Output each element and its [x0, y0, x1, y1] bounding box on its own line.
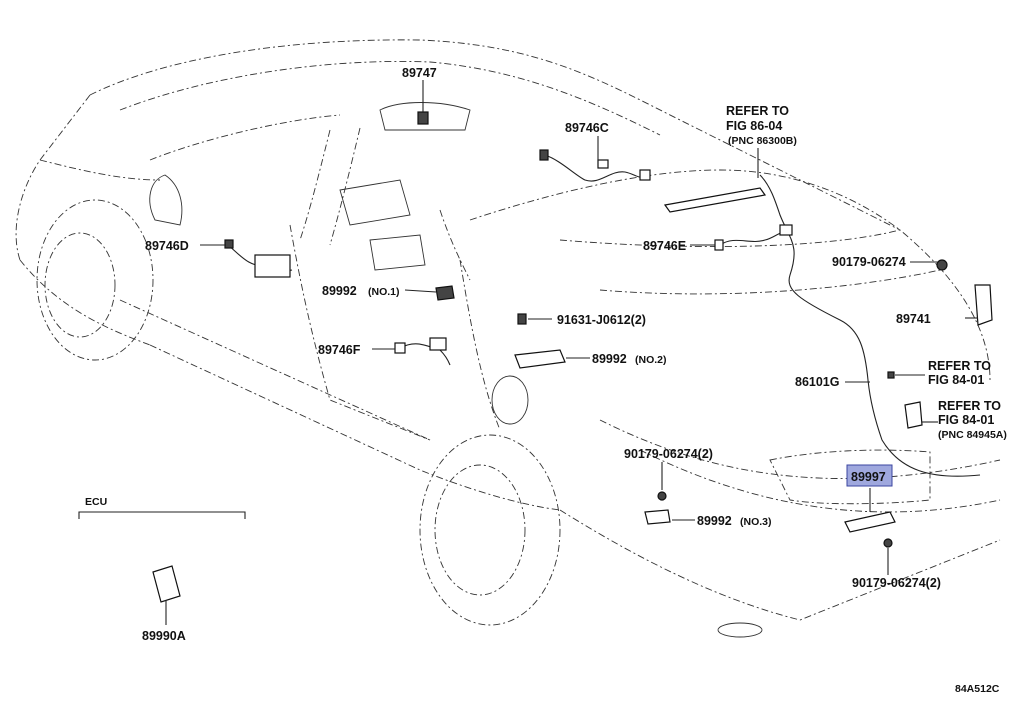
- figure-code: 84A512C: [955, 683, 1000, 695]
- label-ecu: ECU: [85, 496, 107, 508]
- car-body-outline: [15, 39, 1001, 638]
- label-89990a: 89990A: [142, 629, 186, 643]
- label-refer3-l1: REFER TO: [938, 399, 1001, 413]
- label-91631: 91631-J0612(2): [557, 313, 646, 327]
- label-refer2-l2: FIG 84-01: [928, 373, 984, 387]
- label-refer1-l3: (PNC 86300B): [728, 135, 797, 147]
- label-89746d: 89746D: [145, 239, 189, 253]
- label-86101g: 86101G: [795, 375, 839, 389]
- wire-89746d: [224, 239, 293, 278]
- antenna-amplifier: [663, 174, 981, 477]
- label-refer1-l1: REFER TO: [726, 104, 789, 118]
- label-89992-no1: 89992: [322, 284, 357, 298]
- wire-89746f: [394, 337, 451, 366]
- ecu-89990a: [152, 565, 181, 625]
- label-refer3-l2: FIG 84-01: [938, 413, 994, 427]
- label-89747: 89747: [402, 66, 437, 80]
- label-refer1-l2: FIG 86-04: [726, 119, 782, 133]
- label-89741: 89741: [896, 312, 931, 326]
- label-89992-no2: 89992: [592, 352, 627, 366]
- label-89746c: 89746C: [565, 121, 609, 135]
- part-89741: [936, 259, 993, 326]
- label-refer2-l1: REFER TO: [928, 359, 991, 373]
- label-89992-no3: 89992: [697, 514, 732, 528]
- label-90179-top: 90179-06274: [832, 255, 906, 269]
- highlight-89997: [846, 464, 893, 487]
- label-89992-no2-suffix: (NO.2): [635, 354, 667, 366]
- leader-lines: [78, 80, 978, 575]
- part-89992-no2: [514, 349, 566, 369]
- part-89992-no3: [644, 491, 671, 525]
- labels: 89747 89746C REFER TO FIG 86-04 (PNC 863…: [85, 66, 1007, 695]
- wire-89746e: [714, 224, 793, 251]
- label-refer3-l3: (PNC 84945A): [938, 429, 1007, 441]
- label-90179-mid: 90179-06274(2): [624, 447, 713, 461]
- label-89992-no1-suffix: (NO.1): [368, 286, 400, 298]
- bracket-refer3: [887, 371, 923, 429]
- part-89997: [844, 511, 896, 548]
- part-89992-no1: [435, 285, 455, 301]
- part-91631-bolt: [517, 313, 527, 325]
- label-89997: 89997: [851, 470, 886, 484]
- sensor-89747: [379, 102, 471, 131]
- label-89746e: 89746E: [643, 239, 686, 253]
- wire-89746c: [539, 149, 651, 182]
- label-90179-bot: 90179-06274(2): [852, 576, 941, 590]
- label-89992-no3-suffix: (NO.3): [740, 516, 772, 528]
- label-89746f: 89746F: [318, 343, 361, 357]
